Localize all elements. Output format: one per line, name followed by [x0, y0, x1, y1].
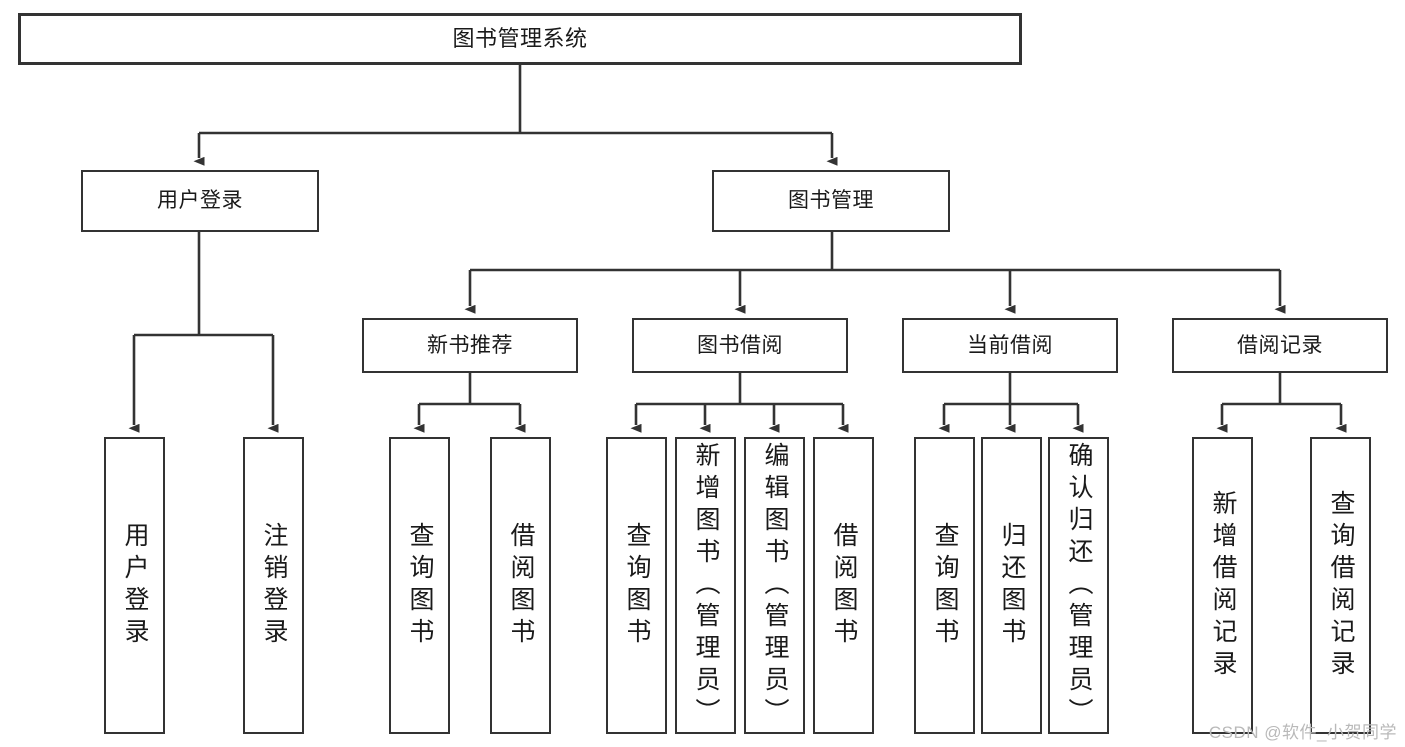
node-leaf-confirm-return[interactable]: 确认归还（管理员） — [1048, 437, 1109, 734]
node-book-borrow-label: 图书借阅 — [697, 333, 783, 357]
node-leaf-query-book-2[interactable]: 查询图书 — [606, 437, 667, 734]
csdn-watermark: CSDN @软件_小贺同学 — [1208, 723, 1397, 742]
node-leaf-edit-book[interactable]: 编辑图书（管理员） — [744, 437, 805, 734]
node-leaf-user-login[interactable]: 用户登录 — [104, 437, 165, 734]
node-root-system-label: 图书管理系统 — [452, 25, 588, 51]
node-leaf-logout-login[interactable]: 注销登录 — [243, 437, 304, 734]
node-leaf-user-login-label: 用户登录 — [121, 521, 149, 650]
node-leaf-borrow-book-2[interactable]: 借阅图书 — [813, 437, 874, 734]
node-new-book-recommend[interactable]: 新书推荐 — [362, 318, 578, 373]
node-borrow-record-label: 借阅记录 — [1237, 333, 1323, 357]
node-leaf-add-record-label: 新增借阅记录 — [1209, 489, 1237, 682]
node-leaf-query-book-3-label: 查询图书 — [931, 521, 959, 650]
node-leaf-query-book-1-label: 查询图书 — [406, 521, 434, 650]
node-leaf-add-record[interactable]: 新增借阅记录 — [1192, 437, 1253, 734]
node-leaf-query-book-2-label: 查询图书 — [623, 521, 651, 650]
node-book-borrow[interactable]: 图书借阅 — [632, 318, 848, 373]
node-leaf-query-record-label: 查询借阅记录 — [1327, 489, 1355, 682]
node-leaf-query-book-1[interactable]: 查询图书 — [389, 437, 450, 734]
node-leaf-add-book[interactable]: 新增图书（管理员） — [675, 437, 736, 734]
node-borrow-record[interactable]: 借阅记录 — [1172, 318, 1388, 373]
node-user-login-label: 用户登录 — [157, 189, 243, 213]
node-current-borrow[interactable]: 当前借阅 — [902, 318, 1118, 373]
node-new-book-recommend-label: 新书推荐 — [427, 333, 513, 357]
node-current-borrow-label: 当前借阅 — [967, 333, 1053, 357]
node-root-system[interactable]: 图书管理系统 — [18, 13, 1022, 65]
node-leaf-query-record[interactable]: 查询借阅记录 — [1310, 437, 1371, 734]
node-user-login[interactable]: 用户登录 — [81, 170, 319, 232]
node-leaf-confirm-return-label: 确认归还（管理员） — [1065, 441, 1093, 730]
node-leaf-query-book-3[interactable]: 查询图书 — [914, 437, 975, 734]
node-book-management-label: 图书管理 — [788, 189, 874, 213]
node-leaf-return-book[interactable]: 归还图书 — [981, 437, 1042, 734]
node-leaf-borrow-book-1-label: 借阅图书 — [507, 521, 535, 650]
node-leaf-borrow-book-2-label: 借阅图书 — [830, 521, 858, 650]
node-leaf-edit-book-label: 编辑图书（管理员） — [761, 441, 789, 730]
node-leaf-add-book-label: 新增图书（管理员） — [692, 441, 720, 730]
node-leaf-logout-login-label: 注销登录 — [260, 521, 288, 650]
node-leaf-borrow-book-1[interactable]: 借阅图书 — [490, 437, 551, 734]
node-leaf-return-book-label: 归还图书 — [998, 521, 1026, 650]
node-book-management[interactable]: 图书管理 — [712, 170, 950, 232]
